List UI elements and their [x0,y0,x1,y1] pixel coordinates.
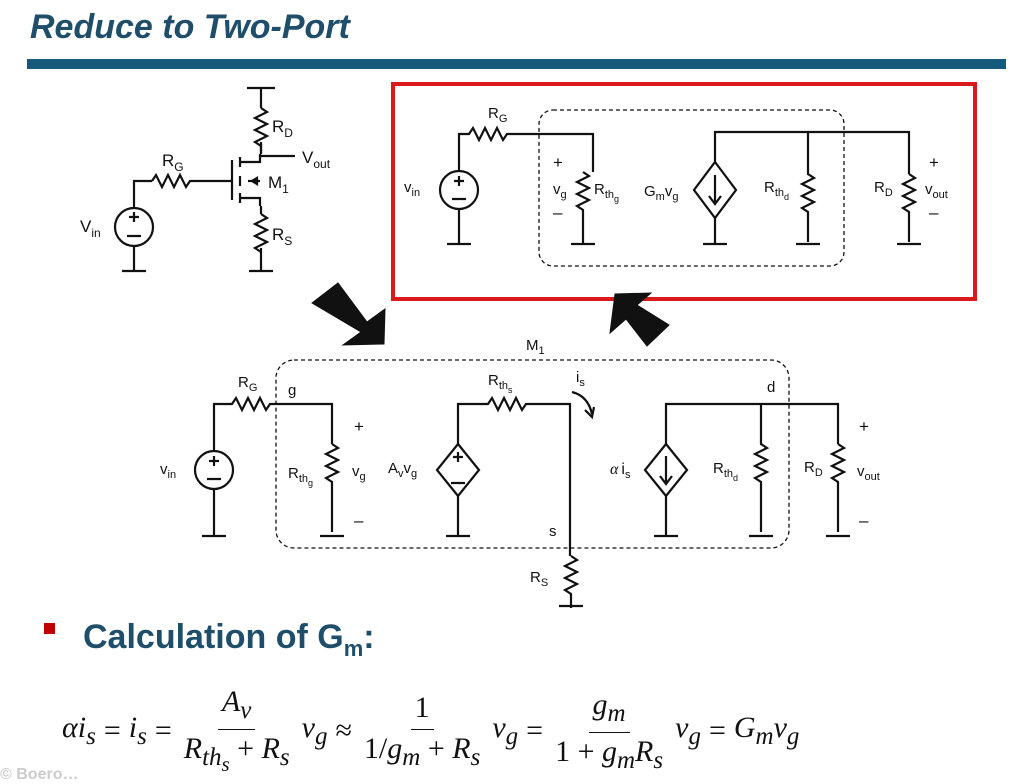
svg-text:g: g [288,382,296,399]
svg-text:vout: vout [925,181,948,201]
gm-equation: αis = is = Av Rths + Rs vg ≈ 1 1/gm + Rs… [62,685,800,776]
two-port-rg [457,125,595,172]
rs-resistor [252,213,270,253]
svg-text:Vout: Vout [302,148,331,171]
svg-text:RD: RD [804,459,823,479]
fraction-3: gm 1 + gmRs [555,687,664,774]
svg-text:–: – [859,511,869,530]
svg-text:+: + [859,417,869,436]
svg-text:M1: M1 [268,173,289,196]
model-rg [212,395,334,451]
title-rule [27,59,1006,69]
svg-text:–: – [553,203,563,222]
model-rs [559,555,583,608]
bullet-calculation: Calculation of Gm: [44,618,375,662]
svg-text:RS: RS [272,225,292,248]
model-rths [456,395,572,556]
svg-text:RG: RG [238,374,257,394]
svg-text:is: is [576,369,585,389]
bullet-marker-icon [44,623,55,634]
svg-text:vg: vg [352,463,366,483]
svg-text:–: – [354,511,364,530]
svg-text:RD: RD [874,179,893,199]
svg-text:–: – [929,203,939,222]
svg-text:d: d [767,379,775,396]
footer-text: © Boero… [0,766,79,783]
svg-text:+: + [354,417,364,436]
two-port-labels: vin RG + vg – Rthg Gmvg Rthd RD + vout – [404,105,948,222]
svg-text:vin: vin [404,179,420,199]
svg-text:Rthg: Rthg [594,181,619,204]
svg-text:Rths: Rths [488,372,513,395]
svg-text:M1: M1 [526,337,545,357]
svg-text:Rthd: Rthd [764,179,789,202]
svg-text:vout: vout [857,463,880,483]
mosfet-labels: Vin RG RD Vout M1 RS [80,117,331,248]
svg-text:vg: vg [553,181,567,201]
two-port-highlight-box [391,82,977,301]
svg-text:Rthg: Rthg [288,465,313,488]
rg-resistor [151,172,232,190]
svg-text:RG: RG [162,151,184,174]
model-dashed-boundary [275,359,790,549]
svg-text:vin: vin [160,461,176,481]
slide-title: Reduce to Two-Port [30,8,350,46]
fraction-2: 1 1/gm + Rs [363,690,481,771]
svg-text:+: + [929,153,939,172]
svg-text:Rthd: Rthd [713,460,738,483]
svg-text:+: + [553,153,563,172]
rd-resistor [252,107,270,147]
bullet-text: Calculation of Gm: [83,618,375,661]
svg-text:Avvg: Avvg [388,460,417,480]
svg-text:s: s [549,523,557,540]
svg-text:RG: RG [488,105,507,125]
mosfet-schematic [113,86,295,273]
model-labels: M1 vin RG g Rthg + vg – Avvg Rths is s d… [160,337,880,589]
svg-text:RD: RD [272,117,293,140]
reduce-arrow-up-icon [609,292,670,347]
circuit-diagrams: Vin RG RD Vout M1 RS vin RG + vg – Rthg … [80,82,977,608]
av-dependent-voltage-source [435,442,481,498]
svg-text:αis: αis [610,461,631,481]
svg-text:Gmvg: Gmvg [644,183,678,203]
fraction-1: Av Rths + Rs [183,685,290,776]
svg-text:RS: RS [530,569,548,589]
two-port-circuit [438,125,921,246]
svg-text:Vin: Vin [80,217,101,240]
reduce-arrow-down-icon [311,282,386,346]
small-signal-model [193,390,850,608]
